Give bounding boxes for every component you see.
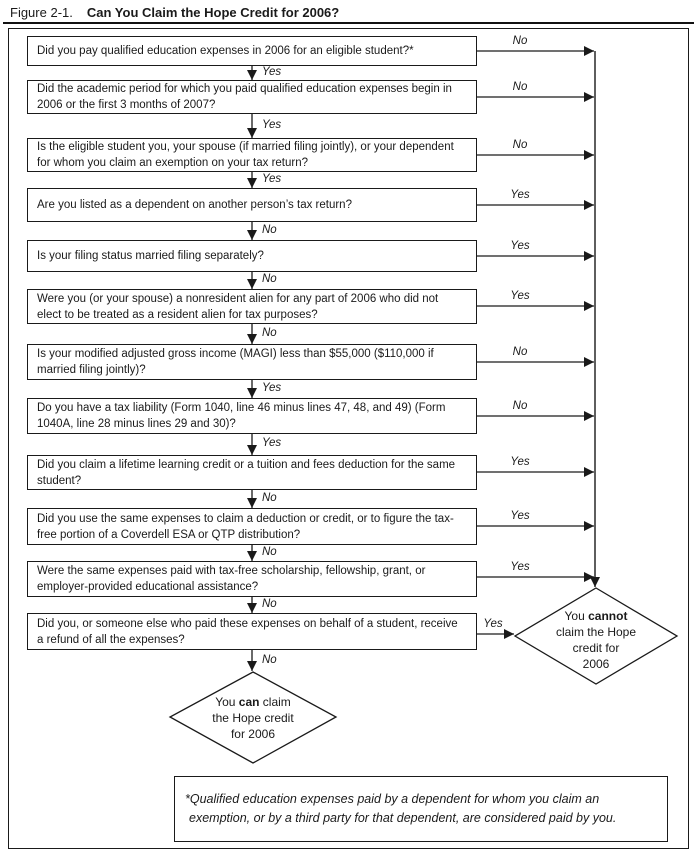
question-box-4: Are you listed as a dependent on another… [27, 188, 477, 222]
cannot-claim-line2: claim the Hope [555, 625, 637, 639]
question-box-2: Did the academic period for which you pa… [27, 80, 477, 114]
question-box-1: Did you pay qualified education expenses… [27, 36, 477, 66]
down-label-8: Yes [262, 437, 282, 449]
question-text: Did you pay qualified education expenses… [37, 45, 414, 57]
question-box-12: Did you, or someone else who paid these … [27, 613, 477, 650]
cannot-claim-line1: You cannot [564, 609, 628, 623]
cannot-claim-line3: credit for [572, 641, 620, 655]
figure-label: Figure 2-1. [10, 5, 73, 20]
down-label-3: Yes [262, 173, 282, 185]
side-label-3: No [512, 139, 528, 151]
question-box-11: Were the same expenses paid with tax-fre… [27, 561, 477, 597]
title-divider [3, 22, 694, 24]
footnote-line1: *Qualified education expenses paid by a … [185, 792, 600, 806]
side-label-5: Yes [510, 240, 530, 252]
question-box-3: Is the eligible student you, your spouse… [27, 138, 477, 172]
down-label-1: Yes [262, 66, 282, 78]
side-label-1: No [512, 35, 528, 47]
question-box-7: Is your modified adjusted gross income (… [27, 344, 477, 380]
side-label-9: Yes [510, 456, 530, 468]
down-label-7: Yes [262, 382, 282, 394]
question-text: Were you (or your spouse) a nonresident … [37, 292, 439, 321]
down-label-10: No [262, 546, 277, 558]
can-diamond-shape [168, 671, 338, 764]
can-claim-line1: You can claim [215, 695, 291, 709]
question-text: Is your filing status married filing sep… [37, 250, 264, 262]
side-label-8: No [512, 400, 528, 412]
down-label-4: No [262, 224, 277, 236]
footnote-line2: exemption, or by a third party for that … [189, 811, 617, 825]
question-text: Is the eligible student you, your spouse… [37, 141, 454, 169]
question-text: Did you, or someone else who paid these … [37, 617, 458, 646]
side-label-11: Yes [510, 561, 530, 573]
down-label-2: Yes [262, 119, 282, 131]
cannot-claim-result: You cannot claim the Hope credit for 200… [516, 608, 676, 672]
can-claim-line3: for 2006 [230, 727, 276, 741]
footnote-box: *Qualified education expenses paid by a … [174, 776, 668, 842]
question-text: Were the same expenses paid with tax-fre… [37, 565, 426, 593]
side-label-10: Yes [510, 510, 530, 522]
question-text: Did you claim a lifetime learning credit… [37, 458, 456, 487]
question-box-5: Is your filing status married filing sep… [27, 240, 477, 272]
cannot-claim-line4: 2006 [582, 657, 610, 671]
can-claim-line2: the Hope credit [212, 711, 294, 725]
side-label-4: Yes [510, 189, 530, 201]
figure-title: Figure 2-1. Can You Claim the Hope Credit… [10, 5, 339, 20]
figure-title-text: Can You Claim the Hope Credit for 2006? [86, 5, 340, 20]
down-label-5: No [262, 273, 277, 285]
question-box-9: Did you claim a lifetime learning credit… [27, 455, 477, 490]
side-label-12: Yes [483, 618, 503, 630]
cannot-diamond-shape [513, 587, 679, 685]
question-box-10: Did you use the same expenses to claim a… [27, 508, 477, 545]
side-label-2: No [512, 81, 528, 93]
question-text: Did you use the same expenses to claim a… [37, 512, 454, 541]
question-box-8: Do you have a tax liability (Form 1040, … [27, 398, 477, 434]
down-label-12: No [262, 654, 277, 666]
down-label-11: No [262, 598, 277, 610]
question-text: Do you have a tax liability (Form 1040, … [37, 402, 446, 430]
question-text: Is your modified adjusted gross income (… [37, 348, 434, 376]
question-box-6: Were you (or your spouse) a nonresident … [27, 289, 477, 324]
flowchart-border [8, 28, 689, 849]
side-label-7: No [512, 346, 528, 358]
down-label-9: No [262, 492, 277, 504]
down-label-6: No [262, 327, 277, 339]
can-claim-result: You can claim the Hope credit for 2006 [173, 694, 333, 742]
side-label-6: Yes [510, 290, 530, 302]
question-text: Did the academic period for which you pa… [37, 83, 452, 111]
question-text: Are you listed as a dependent on another… [37, 199, 352, 211]
